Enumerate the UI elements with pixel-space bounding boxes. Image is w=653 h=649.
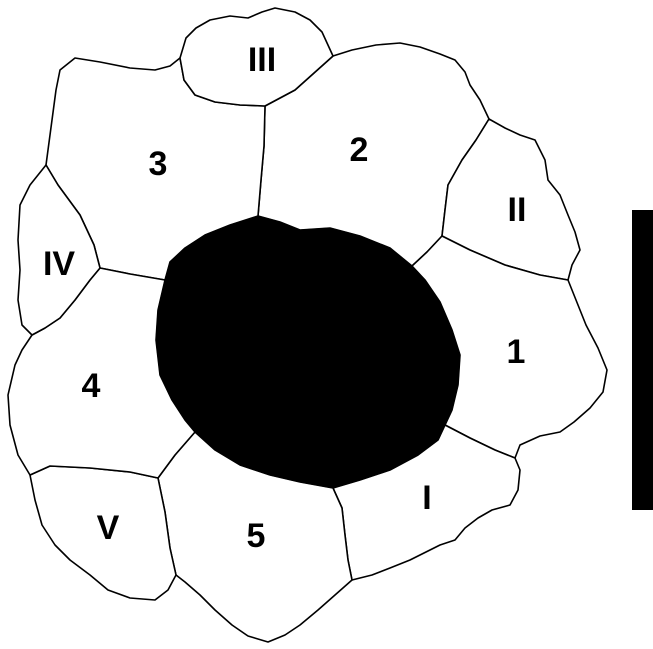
- label-cell-4: 4: [82, 367, 101, 405]
- label-cell-III: III: [248, 41, 276, 79]
- label-cell-5: 5: [247, 517, 266, 555]
- label-cell-II: II: [508, 191, 527, 229]
- label-cell-IV: IV: [43, 245, 75, 283]
- label-cell-I: I: [422, 479, 431, 517]
- scale-bar: [632, 210, 653, 510]
- label-cell-1: 1: [507, 333, 526, 371]
- label-cell-V: V: [97, 509, 120, 547]
- label-cell-3: 3: [149, 145, 168, 183]
- label-cell-2: 2: [350, 131, 369, 169]
